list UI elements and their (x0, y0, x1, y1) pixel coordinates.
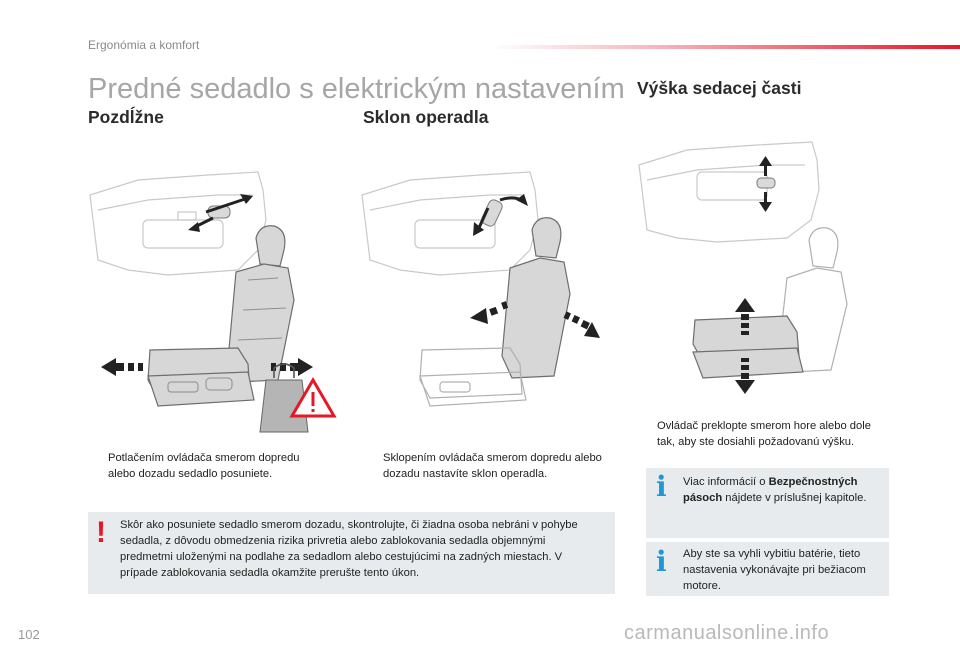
bullet-backrest: Sklopením ovládača smerom dopredu alebo … (363, 450, 603, 482)
info-box-battery: i Aby ste sa vyhli vybitiu batérie, tiet… (646, 542, 889, 596)
heading-backrest: Sklon operadla (363, 107, 489, 127)
seat-longitudinal-illustration (89, 171, 337, 433)
warning-text: Skôr ako posuniete sedadlo smerom dozadu… (120, 519, 578, 579)
header-accent-line (490, 45, 960, 49)
warning-box: ! Skôr ako posuniete sedadlo smerom doza… (88, 512, 615, 594)
bullet-height-text: Ovládač preklopte smerom hore alebo dole… (657, 420, 871, 448)
heading-longitudinal: Pozdĺžne (88, 107, 164, 127)
page-title: Predné sedadlo s elektrickým nastavením (88, 73, 625, 105)
bullet-height: Ovládač preklopte smerom hore alebo dole… (637, 418, 892, 450)
heading-height: Výška sedacej časti (637, 78, 802, 98)
page-number: 102 (18, 627, 40, 642)
info-battery-text: Aby ste sa vyhli vybitiu batérie, tieto … (683, 548, 866, 592)
bullet-longitudinal: Potlačením ovládača smerom dopredu alebo… (88, 450, 328, 482)
seat-backrest-illustration (361, 171, 600, 407)
info-seatbelts-text: Viac informácií o Bezpečnostných pásoch … (683, 474, 881, 506)
bullet-backrest-text: Sklopením ovládača smerom dopredu alebo … (383, 452, 602, 480)
info-seatbelts-suffix: nájdete v príslušnej kapitole. (722, 492, 867, 504)
info-seatbelts-prefix: Viac informácií o (683, 476, 769, 488)
watermark: carmanualsonline.info (624, 622, 830, 644)
section-label: Ergonómia a komfort (88, 38, 200, 52)
info-box-seatbelts: i Viac informácií o Bezpečnostných pásoc… (646, 468, 889, 538)
info-seatbelts-bold: Bezpečnostných pásoch (683, 476, 858, 504)
seat-height-illustration (638, 141, 848, 394)
warning-icon: ! (96, 516, 106, 549)
info-icon: i (656, 545, 667, 578)
bullet-longitudinal-text: Potlačením ovládača smerom dopredu alebo… (108, 452, 300, 480)
info-icon: i (656, 470, 667, 503)
